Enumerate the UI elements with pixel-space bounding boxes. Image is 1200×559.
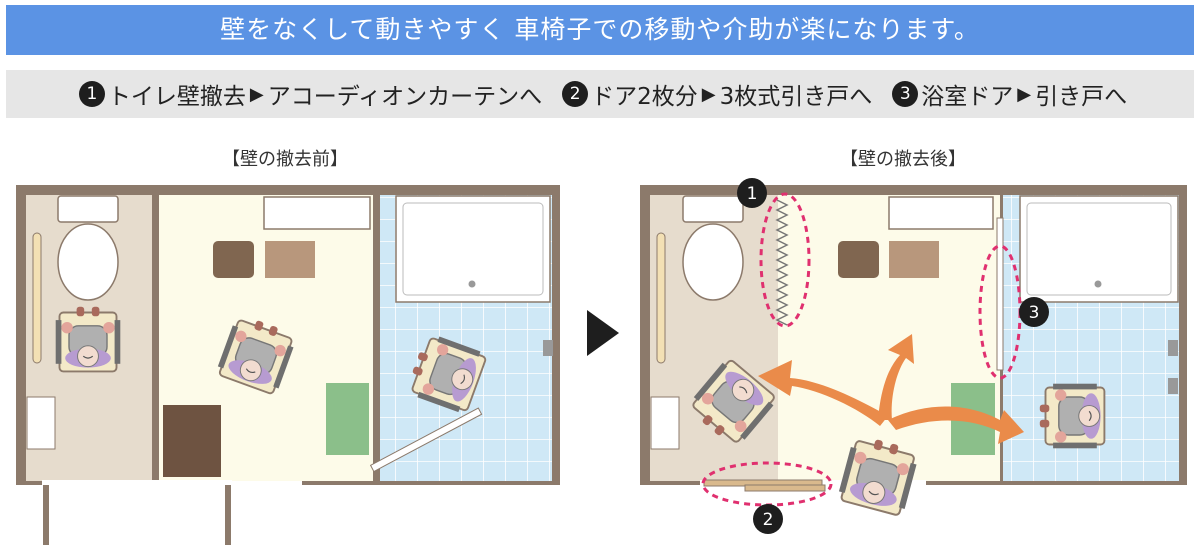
marker-1-label: 1	[747, 184, 758, 204]
before-mat	[326, 383, 369, 455]
marker-2	[753, 504, 783, 534]
step-3-text: 浴室ドア	[921, 84, 1014, 110]
before-bathtub-inner	[402, 202, 544, 296]
before-box	[265, 241, 315, 278]
step-2-arrow-icon: ▶	[701, 83, 716, 105]
marker-1	[737, 178, 767, 208]
marker-3-label: 3	[1029, 303, 1040, 323]
step-1-text: トイレ壁撤去	[107, 84, 246, 110]
arrow-to-toilet-icon	[758, 360, 888, 426]
after-box	[889, 241, 939, 278]
before-wheelchair-toilet-icon	[54, 305, 122, 373]
arrow-up-icon	[878, 334, 914, 420]
before-plan	[16, 185, 560, 545]
after-sliding-door-b	[744, 484, 826, 492]
after-caption: 【壁の撤去後】	[840, 149, 966, 170]
step-1-result: アコーディオンカーテンへ	[267, 84, 543, 110]
before-toilet-tank	[57, 195, 119, 223]
before-stool	[213, 241, 254, 278]
before-caption: 【壁の撤去前】	[222, 149, 348, 170]
transition-arrow-icon	[587, 310, 619, 356]
step-1-number: 1	[78, 81, 105, 107]
banner-text: 壁をなくして動きやすく 車椅子での移動や介助が楽になります。	[220, 15, 980, 44]
after-handrail	[656, 232, 666, 364]
step-3-number: 3	[892, 81, 919, 107]
marker-2-label: 2	[763, 510, 774, 530]
step-2-text: ドア2枚分	[591, 84, 698, 110]
after-bathtub-inner	[1026, 202, 1172, 296]
after-toilet-tank	[682, 195, 744, 223]
after-wheelchair-bath-icon	[1038, 382, 1106, 450]
before-handrail	[32, 232, 42, 364]
step-3-result: 引き戸へ	[1035, 84, 1128, 110]
after-toilet-bowl-icon	[682, 223, 744, 301]
steps-bar: 1 トイレ壁撤去 ▶ アコーディオンカーテンへ 2 ドア2枚分 ▶ 3枚式引き戸…	[6, 70, 1194, 118]
before-cabinet	[263, 196, 371, 230]
before-bath-door	[369, 407, 483, 473]
title-banner: 壁をなくして動きやすく 車椅子での移動や介助が楽になります。	[6, 5, 1194, 55]
step-2-result: 3枚式引き戸へ	[719, 84, 873, 110]
movement-arrows	[758, 334, 1024, 444]
accordion-curtain	[775, 199, 789, 326]
after-plan: 1 2 3	[640, 178, 1187, 534]
highlight-curtain	[759, 192, 811, 328]
step-2-number: 2	[562, 81, 589, 107]
before-storage	[163, 405, 221, 477]
before-toilet-bowl-icon	[57, 223, 119, 301]
step-1-arrow-icon: ▶	[249, 83, 264, 105]
step-3-arrow-icon: ▶	[1017, 83, 1032, 105]
marker-3	[1019, 297, 1049, 327]
after-cabinet	[888, 196, 994, 230]
after-bath-sliding-door	[996, 217, 1004, 371]
before-sink	[26, 396, 56, 450]
after-stool	[838, 241, 879, 278]
after-sink	[650, 396, 680, 450]
arrow-to-bath-icon	[888, 406, 1024, 444]
